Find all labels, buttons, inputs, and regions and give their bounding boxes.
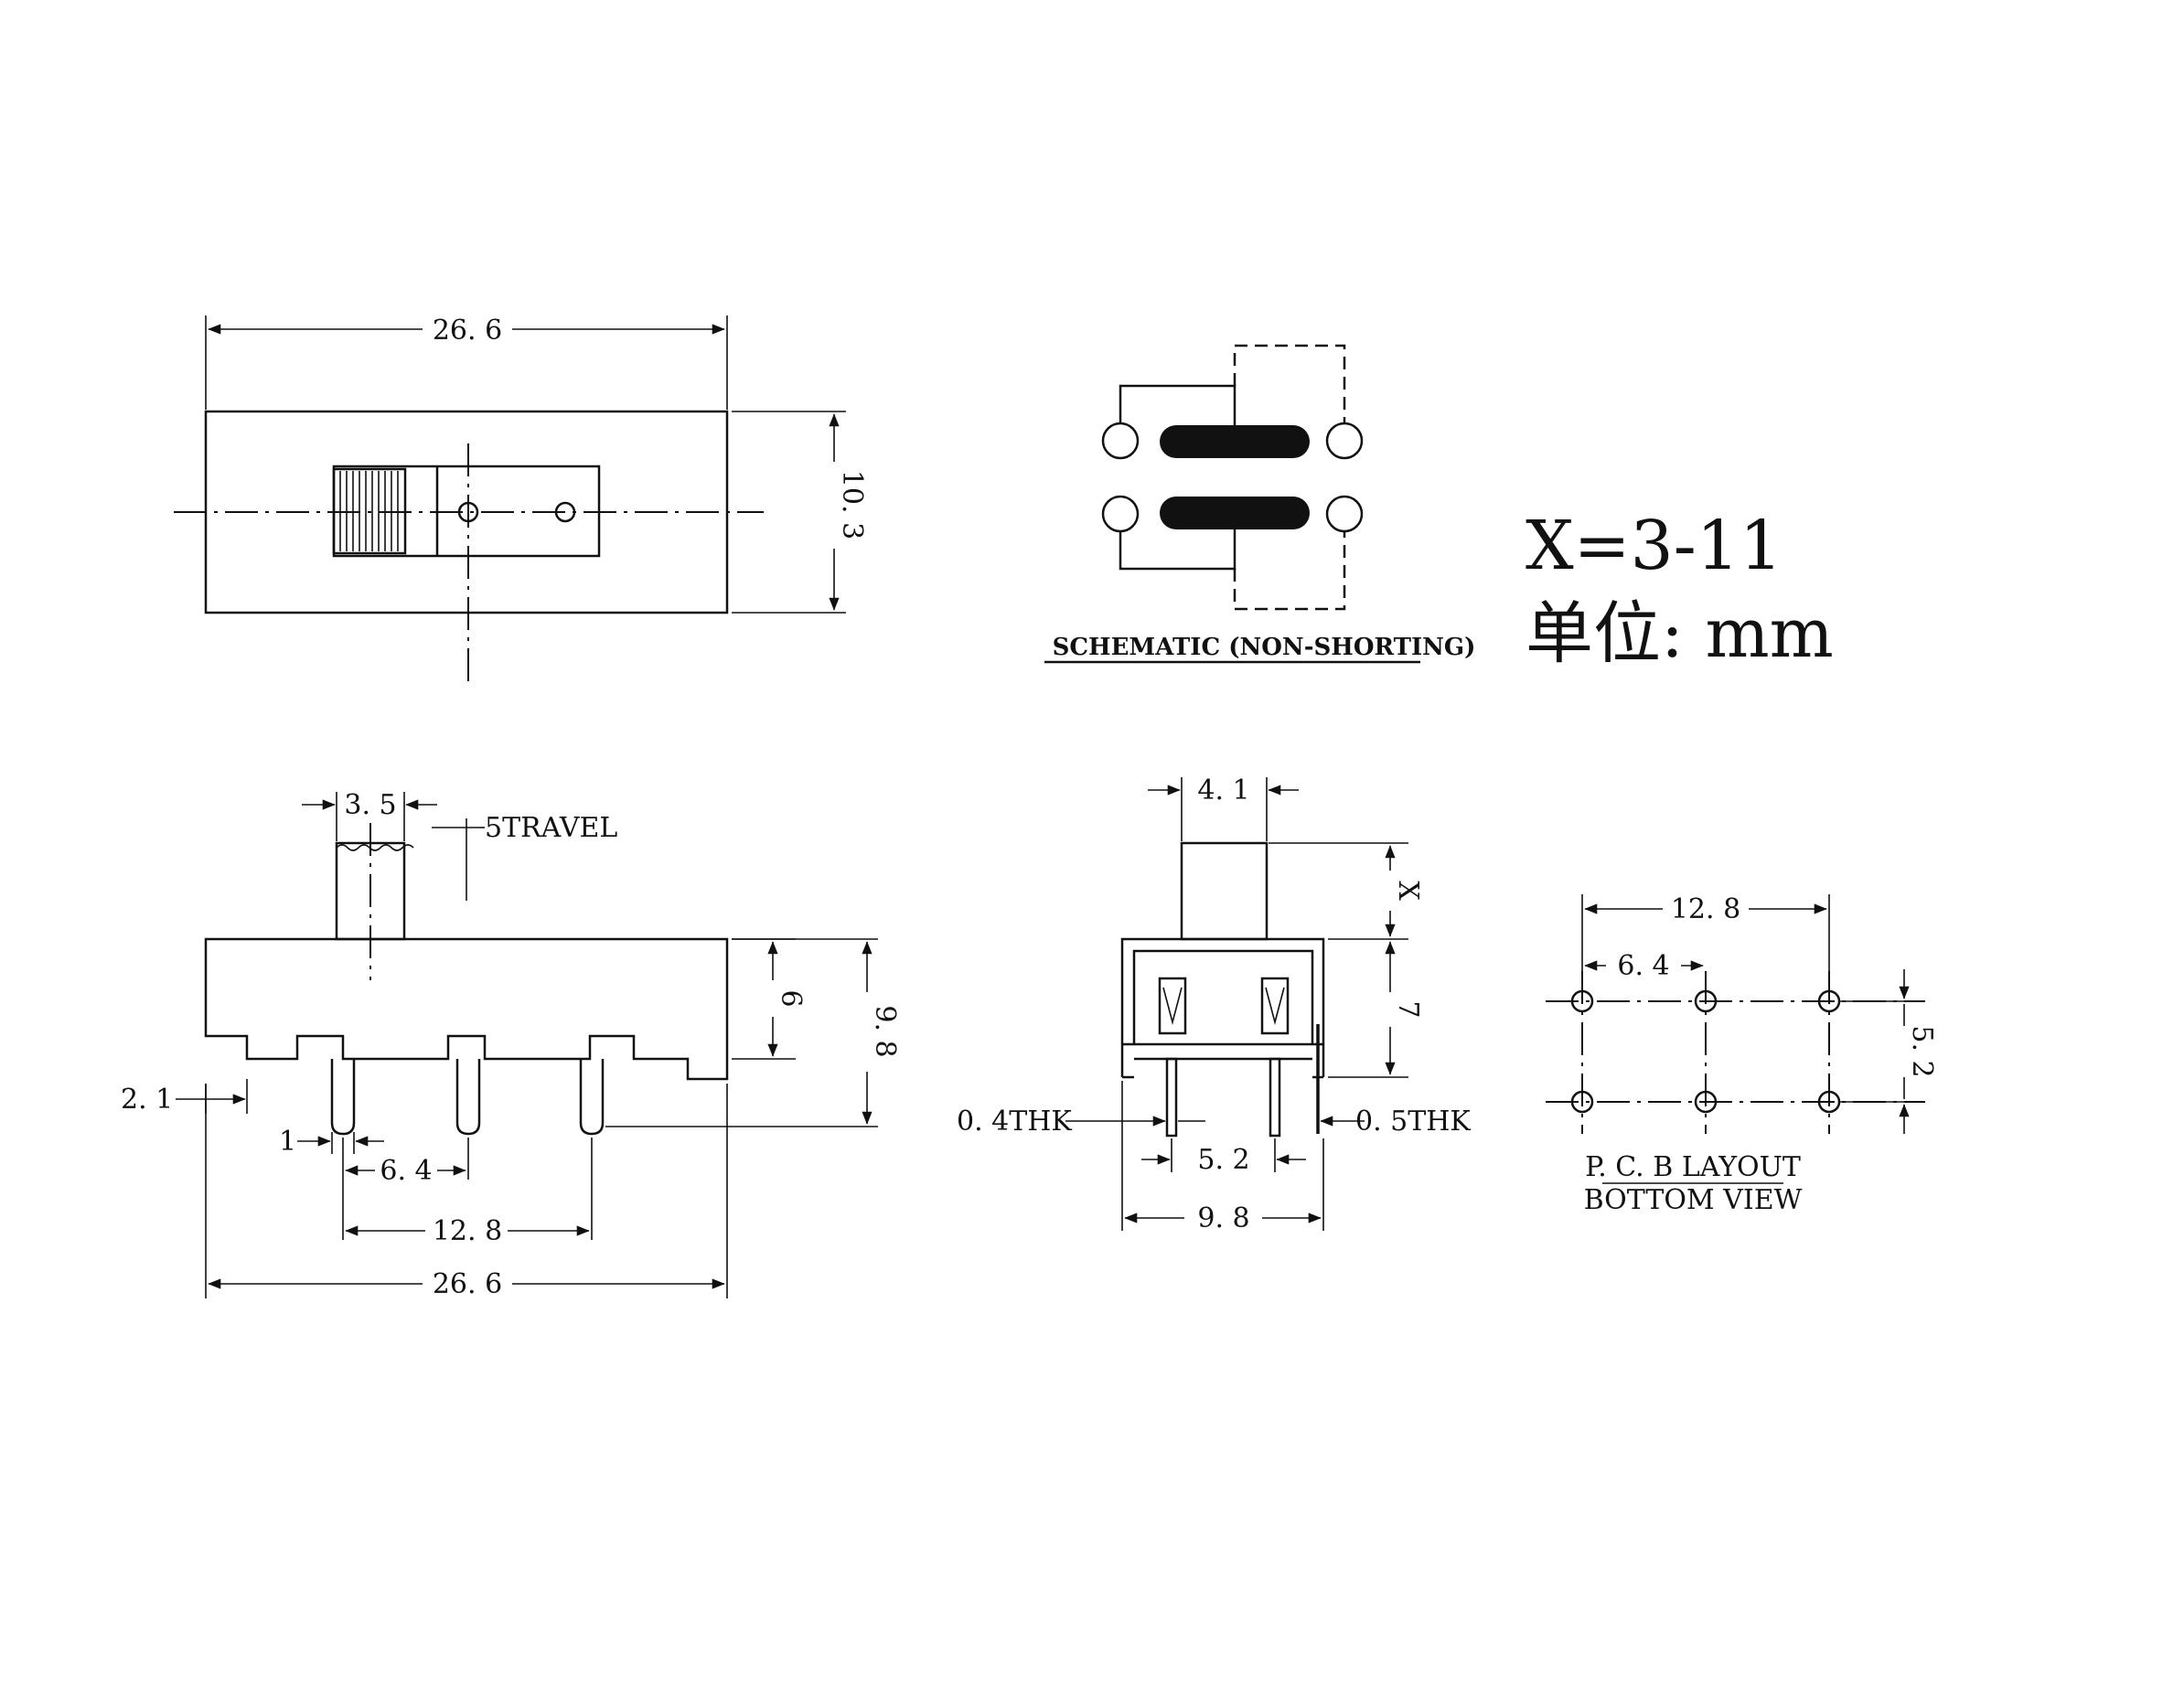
side-view-pin-length-dim: 2. 1 [121, 1084, 173, 1116]
end-view-pin-pitch-dim: 5. 2 [1197, 1144, 1249, 1176]
end-view-knob-height-dim: X [1392, 881, 1424, 901]
schematic-contact-bar [1160, 497, 1310, 529]
side-view-body [204, 937, 729, 1081]
pcb-pitch-dim: 6. 4 [1617, 950, 1669, 982]
side-view-knob-width-dim: 3. 5 [344, 789, 396, 821]
end-view-body-width-dim: 9. 8 [1197, 1202, 1249, 1234]
end-view-right-pin-thk: 0. 5THK [1355, 1106, 1471, 1138]
end-view-terminal [1158, 977, 1187, 1035]
end-view: 4. 1 X 7 0. 4THK 0. 5THK 5. 2 9. 8 [957, 775, 1471, 1234]
pcb-caption-line1: P. C. B LAYOUT [1585, 1151, 1801, 1183]
schematic-caption: SCHEMATIC (NON-SHORTING) [1053, 634, 1476, 661]
pcb-hole [1694, 1090, 1718, 1114]
end-view-knob-width-dim: 4. 1 [1197, 775, 1249, 807]
end-view-frame [1120, 937, 1325, 1077]
end-view-pin [1165, 1057, 1178, 1138]
pcb-hole [1817, 989, 1841, 1013]
top-view: 26. 6 10. 3 [174, 315, 868, 688]
side-view-pitch-dim: 6. 4 [380, 1155, 432, 1187]
schematic-terminal [1325, 422, 1364, 460]
end-view-left-pin-thk: 0. 4THK [957, 1106, 1072, 1138]
pcb-hole [1570, 1090, 1594, 1114]
end-view-knob [1180, 841, 1269, 941]
pcb-outer-pitch-dim: 12. 8 [1671, 893, 1740, 925]
end-view-pin [1269, 1057, 1281, 1138]
side-view-travel-label: 5TRAVEL [485, 812, 617, 844]
pcb-row-pitch-dim: 5. 2 [1906, 1025, 1938, 1077]
side-view-pin [579, 1059, 605, 1136]
top-view-width-dim: 26. 6 [433, 315, 502, 347]
schematic-terminal [1325, 495, 1364, 533]
schematic: SCHEMATIC (NON-SHORTING) [1044, 344, 1476, 664]
top-view-height-dim: 10. 3 [836, 470, 868, 540]
schematic-terminal [1101, 422, 1140, 460]
end-view-terminal [1260, 977, 1290, 1035]
side-view-total-height-dim: 9. 8 [869, 1005, 901, 1057]
pcb-hole [1570, 989, 1594, 1013]
x-range-label: X=3-11 [1526, 507, 1783, 585]
pcb-layout: 12. 8 6. 4 5. 2 P. C. B LAYOUT BOTTOM VI… [1546, 893, 1938, 1216]
side-view-pin-width-dim: 1 [279, 1126, 296, 1158]
side-view-body-height-dim: 6 [775, 989, 807, 1007]
schematic-terminal [1101, 495, 1140, 533]
side-view-outer-pitch-dim: 12. 8 [433, 1215, 502, 1247]
pcb-hole [1817, 1090, 1841, 1114]
end-view-body-height-dim: 7 [1392, 1000, 1424, 1018]
pcb-hole [1694, 989, 1718, 1013]
pcb-caption-line2: BOTTOM VIEW [1584, 1184, 1803, 1216]
side-view-overall-width-dim: 26. 6 [433, 1268, 502, 1300]
side-view-pin [330, 1059, 356, 1136]
side-view-pin [455, 1059, 481, 1136]
spec-block: X=3-11 单位: mm [1526, 507, 1834, 673]
schematic-contact-bar [1160, 425, 1310, 458]
side-view: 3. 5 5TRAVEL 6 9. 8 2. 1 1 6. [121, 789, 901, 1300]
unit-label: 单位: mm [1526, 594, 1834, 673]
